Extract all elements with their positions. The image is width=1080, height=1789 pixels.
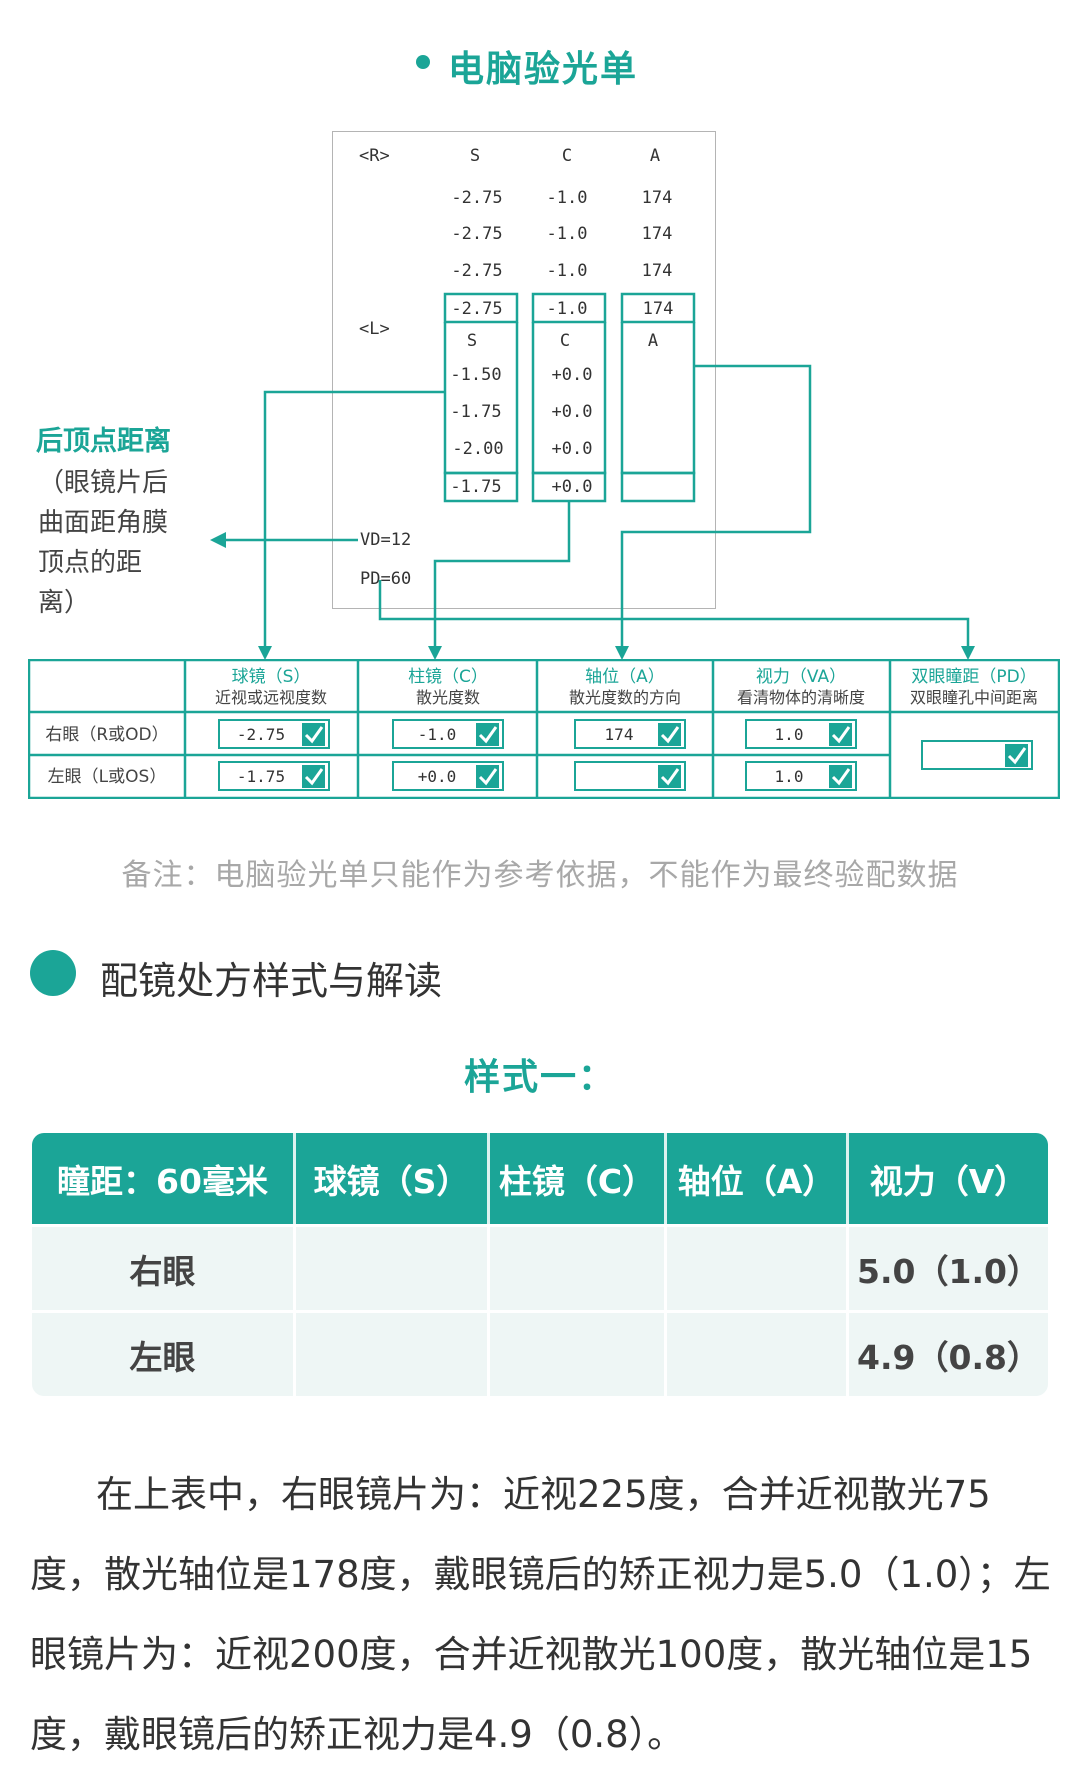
a-connector [620, 364, 812, 648]
table-row: 右眼 5.0（1.0） [32, 1224, 1048, 1310]
vertex-distance-desc: （眼镜片后曲面距角膜顶点的距离） [38, 468, 169, 618]
prescription-table: 瞳距：60毫米 球镜（S） 柱镜（C） 轴位（A） 视力（V） 右眼 5.0（1… [32, 1133, 1048, 1396]
left-col-s-label: S [466, 331, 478, 351]
right-s-box [443, 292, 519, 324]
right-s-3: -2.75 [451, 261, 503, 281]
right-a-3: 174 [641, 261, 673, 281]
col-c-label: C [561, 146, 573, 166]
left-c-box [531, 471, 607, 503]
right-eye-label: <R> [359, 146, 390, 166]
form-right-va: 1.0 [775, 725, 804, 744]
left-c-2: +0.0 [551, 402, 593, 422]
right-avg-a: 174 [642, 299, 674, 319]
row-cylinder [490, 1227, 667, 1310]
col-a-label: A [649, 146, 661, 166]
row-vision: 4.9（0.8） [857, 1337, 1040, 1377]
header-sphere-sub: 近视或远视度数 [215, 688, 327, 707]
left-avg-c: +0.0 [551, 477, 593, 497]
left-c-3: +0.0 [551, 439, 593, 459]
left-s-3: -2.00 [452, 439, 504, 459]
left-a-bracket [620, 322, 696, 475]
header-axis: 轴位（A） [585, 667, 665, 687]
row-cylinder [490, 1313, 667, 1396]
right-a-box [620, 292, 696, 324]
right-s-2: -2.75 [451, 224, 503, 244]
explanation-paragraph: 在上表中，右眼镜片为：近视225度，合并近视散光75度，散光轴位是178度，戴眼… [30, 1473, 1051, 1756]
form-left-s: -1.75 [237, 767, 285, 786]
left-s-bracket [443, 322, 519, 475]
row-axis [667, 1227, 849, 1310]
row-vision: 5.0（1.0） [857, 1251, 1040, 1291]
left-c-1: +0.0 [551, 365, 593, 385]
c-connector [433, 501, 571, 648]
row-axis [667, 1313, 849, 1396]
section-bullet-icon [416, 55, 430, 69]
form-left-va: 1.0 [775, 767, 804, 786]
s-connector [263, 390, 445, 648]
left-col-c-label: C [559, 331, 571, 351]
header-cylinder: 柱镜（C） [408, 667, 488, 687]
header-pd: 双眼瞳距（PD） [911, 667, 1036, 687]
form-right-c: -1.0 [418, 725, 457, 744]
right-avg-c: -1.0 [546, 299, 588, 319]
row-eye: 右眼 [32, 1227, 296, 1310]
header-cylinder-sub: 散光度数 [416, 688, 480, 707]
table-header: 瞳距：60毫米 球镜（S） 柱镜（C） 轴位（A） 视力（V） [32, 1133, 1048, 1224]
left-s-1: -1.50 [450, 365, 502, 385]
header-pd-sub: 双眼瞳孔中间距离 [910, 688, 1038, 707]
style-title: 样式一： [463, 1057, 616, 1098]
pd-connector [378, 580, 970, 648]
left-c-bracket [531, 322, 607, 475]
form-right-a: 174 [605, 725, 634, 744]
col-s-label: S [469, 146, 481, 166]
left-s-2: -1.75 [450, 402, 502, 422]
vd-value: VD=12 [360, 530, 412, 550]
form-left-c: +0.0 [418, 767, 457, 786]
row-eye: 左眼 [32, 1313, 296, 1396]
check-icon [302, 723, 1028, 788]
refraction-printout [332, 131, 716, 609]
prescription-form: 球镜（S） 近视或远视度数 柱镜（C） 散光度数 轴位（A） 散光度数的方向 视… [28, 659, 1060, 799]
section2-title: 配镜处方样式与解读 [100, 959, 443, 1003]
table-row: 左眼 4.9（0.8） [32, 1310, 1048, 1396]
vd-arrow-icon [210, 532, 226, 548]
right-a-2: 174 [641, 224, 673, 244]
left-avg-s: -1.75 [450, 477, 502, 497]
right-eye-row-label: 右眼（R或OD） [45, 725, 168, 745]
header-axis-cell: 轴位（A） [667, 1133, 849, 1224]
right-s-1: -2.75 [451, 188, 503, 208]
header-axis-sub: 散光度数的方向 [569, 688, 681, 707]
header-va-sub: 看清物体的清晰度 [737, 688, 865, 707]
left-eye-row-label: 左眼（L或OS） [48, 767, 167, 787]
left-s-box [443, 471, 519, 503]
header-sphere: 球镜（S） [232, 667, 311, 687]
form-right-s: -2.75 [237, 725, 285, 744]
header-cylinder-cell: 柱镜（C） [490, 1133, 667, 1224]
right-c-box [531, 292, 607, 324]
header-pd-cell: 瞳距：60毫米 [32, 1133, 296, 1224]
left-a-box [620, 471, 696, 503]
header-sphere-cell: 球镜（S） [296, 1133, 490, 1224]
pd-value: PD=60 [360, 569, 412, 589]
header-va: 视力（VA） [756, 667, 846, 687]
header-vision-cell: 视力（V） [869, 1161, 1028, 1201]
vertex-distance-title: 后顶点距离 [36, 426, 171, 457]
section-title: 电脑验光单 [448, 49, 639, 90]
right-c-2: -1.0 [546, 224, 588, 244]
left-col-a-label: A [647, 331, 659, 351]
right-c-1: -1.0 [546, 188, 588, 208]
right-a-1: 174 [641, 188, 673, 208]
section-bullet-icon [30, 950, 76, 996]
row-sphere [296, 1227, 490, 1310]
right-avg-s: -2.75 [451, 299, 503, 319]
disclaimer-note: 备注：电脑验光单只能作为参考依据，不能作为最终验配数据 [121, 858, 959, 893]
row-sphere [296, 1313, 490, 1396]
left-eye-label: <L> [359, 319, 390, 339]
right-c-3: -1.0 [546, 261, 588, 281]
